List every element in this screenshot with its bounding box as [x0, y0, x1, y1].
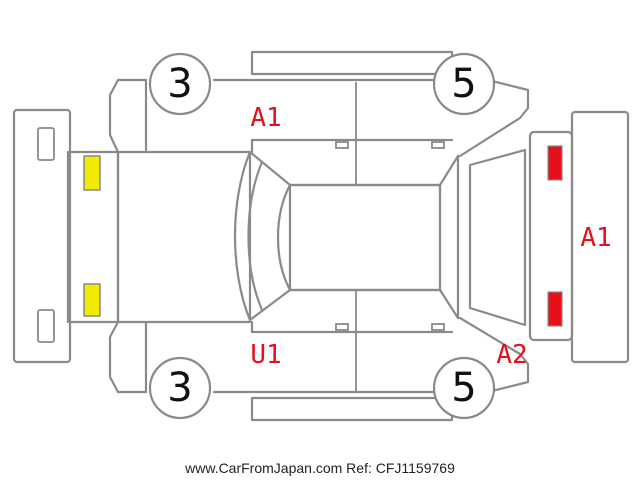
headlight-right [83, 283, 101, 317]
wheel-front-left: 3 [148, 52, 212, 116]
wheel-front-right: 3 [148, 356, 212, 420]
taillight-upper [547, 145, 563, 181]
damage-code-left-side-upper: A1 [250, 103, 281, 133]
wheel-rear-left: 5 [432, 52, 496, 116]
wheel-rear-right: 5 [432, 356, 496, 420]
roof-rail-top [250, 50, 454, 76]
footer-reference: www.CarFromJapan.com Ref: CFJ1159769 [184, 460, 455, 476]
tread-value: 5 [451, 365, 476, 411]
roof-rail-bottom [250, 396, 454, 422]
damage-code-left-side-lower: U1 [250, 340, 281, 370]
roof [288, 183, 442, 292]
damage-code-rear-corner: A2 [496, 340, 527, 370]
tread-value: 5 [451, 61, 476, 107]
tread-value: 3 [167, 61, 192, 107]
hood [66, 150, 252, 324]
taillight-lower [547, 291, 563, 327]
rear-window [438, 148, 527, 327]
windshield [233, 150, 292, 322]
front-bumper [12, 108, 72, 364]
damage-code-rear-bumper: A1 [580, 223, 611, 253]
tread-value: 3 [167, 365, 192, 411]
headlight-left [83, 155, 101, 191]
rear-hatch [528, 110, 630, 364]
